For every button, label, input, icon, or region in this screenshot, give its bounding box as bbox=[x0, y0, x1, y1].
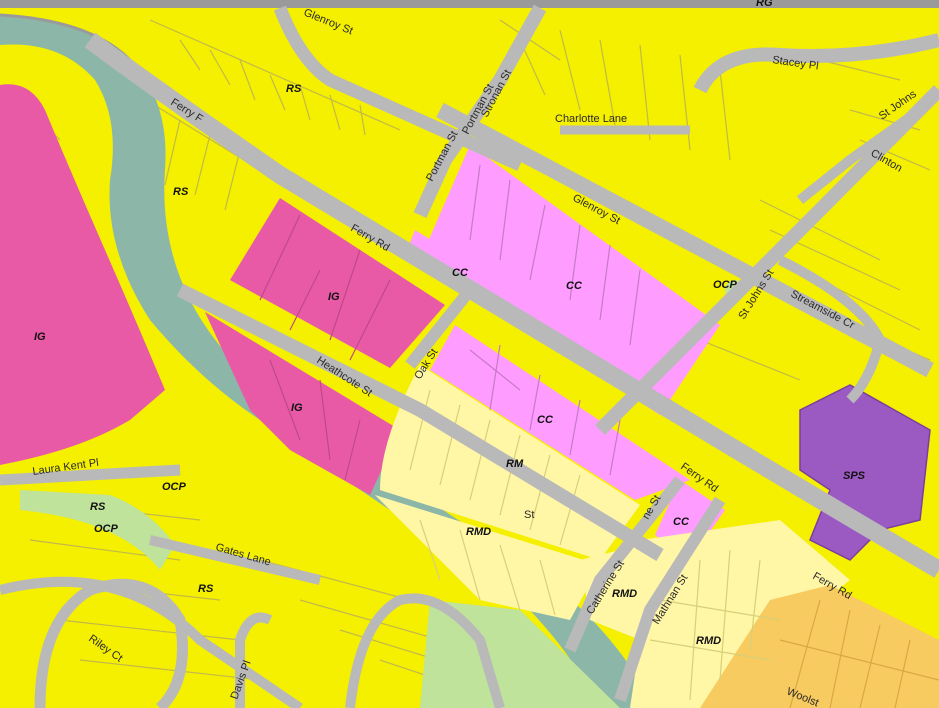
roads bbox=[0, 4, 939, 708]
zone-cc-main bbox=[420, 145, 720, 415]
zone-label-ocp: OCP bbox=[94, 523, 119, 535]
zone-ig-west bbox=[0, 84, 165, 466]
river bbox=[0, 15, 655, 708]
zone-label-ig: IG bbox=[291, 402, 303, 414]
street-label: St bbox=[524, 509, 534, 521]
zone-label-ig: IG bbox=[34, 331, 46, 343]
zone-rmd-4 bbox=[630, 520, 850, 708]
zone-label-rmd: RMD bbox=[696, 635, 721, 647]
zone-label-rmd: RMD bbox=[466, 526, 491, 538]
rmd-parcel-lines bbox=[409, 389, 781, 701]
peach-parcel-lines bbox=[779, 599, 939, 708]
zone-label-ig: IG bbox=[328, 291, 340, 303]
zone-label-rs: RS bbox=[286, 83, 302, 95]
zone-label-rs: RS bbox=[198, 583, 214, 595]
cc-parcel-lines bbox=[469, 164, 641, 476]
zone-ig-north bbox=[230, 198, 445, 368]
zone-label-cc: CC bbox=[537, 414, 554, 426]
zone-label-ocp: OCP bbox=[162, 481, 187, 493]
zone-label-rmd: RMD bbox=[612, 588, 637, 600]
zone-label-ocp: OCP bbox=[713, 279, 738, 291]
zone-labels: RS RS RS RS IG IG IG CC CC CC CC RM RMD … bbox=[34, 0, 866, 647]
zone-ocp-strip bbox=[20, 490, 175, 570]
sps-outline bbox=[799, 384, 931, 561]
zone-label-sps: SPS bbox=[843, 470, 866, 482]
zone-label-rs: RS bbox=[173, 186, 189, 198]
ig-parcel-lines bbox=[259, 214, 391, 481]
top-border bbox=[0, 0, 939, 8]
street-label: Charlotte Lane bbox=[555, 113, 627, 125]
zone-label-rm: RM bbox=[506, 458, 524, 470]
zone-peach bbox=[700, 585, 939, 708]
zone-label-cc: CC bbox=[452, 267, 469, 279]
zone-label-cc: CC bbox=[566, 280, 583, 292]
zone-label-rg: RG bbox=[756, 0, 773, 9]
zone-label-rs: RS bbox=[90, 501, 106, 513]
zone-rmd-2 bbox=[375, 495, 600, 620]
zone-cc-center bbox=[430, 325, 690, 500]
zone-label-cc: CC bbox=[673, 516, 690, 528]
zone-ig-south bbox=[205, 312, 400, 495]
zone-cc-small bbox=[405, 230, 520, 305]
